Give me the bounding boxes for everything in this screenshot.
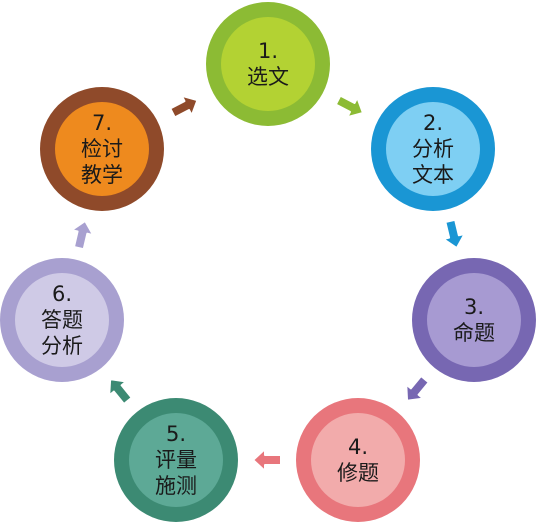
arrow-icon: [334, 94, 364, 119]
step-number: 4.: [348, 435, 368, 459]
step-core: [221, 17, 315, 111]
step-label: 修题: [337, 461, 379, 485]
arrow-icon: [108, 378, 133, 406]
step-number: 6.: [52, 282, 72, 306]
step-label: 评量: [155, 448, 197, 472]
step-number: 7.: [92, 111, 112, 135]
arrow-icon: [252, 448, 282, 472]
arrow-icon: [70, 219, 95, 251]
step-number: 3.: [464, 295, 484, 319]
step-label: 分析: [412, 137, 454, 161]
arrows-layer: [70, 94, 466, 472]
step-core: [427, 273, 521, 367]
arrow-icon: [442, 218, 466, 250]
step-label: 教学: [81, 163, 123, 187]
step-number: 5.: [166, 422, 186, 446]
step-label: 答题: [41, 308, 83, 332]
step-number: 2.: [423, 111, 443, 135]
step-label: 命题: [453, 321, 495, 345]
step-node-1: 1.选文: [206, 2, 330, 126]
step-node-3: 3.命题: [412, 258, 536, 382]
step-label: 施测: [155, 474, 197, 498]
step-core: [311, 413, 405, 507]
step-number: 1.: [258, 39, 278, 63]
step-label: 分析: [41, 334, 83, 358]
arrow-icon: [169, 94, 199, 119]
arrow-icon: [405, 375, 430, 402]
step-core: [129, 413, 223, 507]
step-label: 选文: [247, 65, 289, 89]
step-label: 文本: [412, 163, 454, 187]
step-core: [55, 102, 149, 196]
step-core: [386, 102, 480, 196]
step-node-4: 4.修题: [296, 398, 420, 522]
step-core: [15, 273, 109, 367]
step-label: 检讨: [81, 137, 123, 161]
